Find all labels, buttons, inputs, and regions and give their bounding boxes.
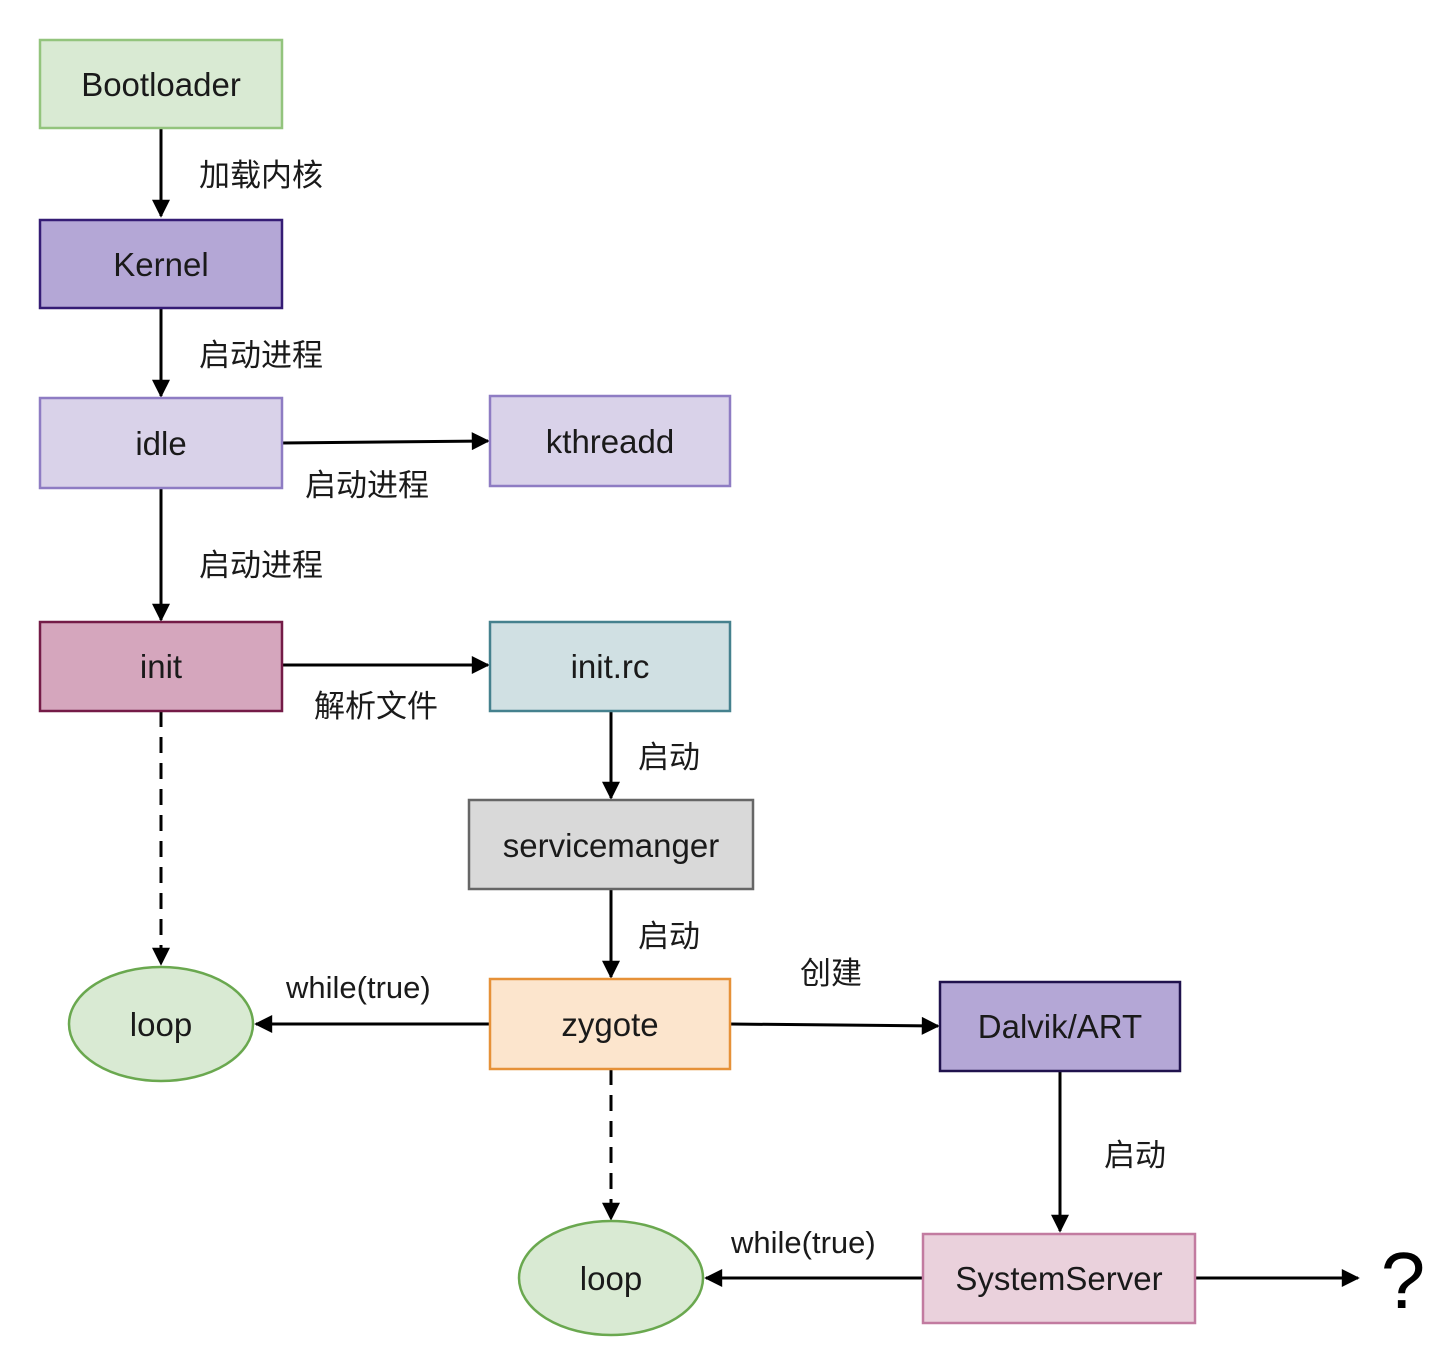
question-mark: ? (1381, 1236, 1426, 1325)
edge-label-kernel-idle: 启动进程 (199, 338, 323, 374)
node-bootloader-box (38, 38, 284, 130)
node-kernel: Kernel (38, 218, 284, 310)
edge-label-zygote-loop: while(true) (285, 970, 431, 1005)
edge-zygote-dalvik (729, 1016, 940, 1035)
edge-label-initrc-servicemanger: 启动 (638, 740, 700, 776)
edge-label-dalvik-systemserver: 启动 (1104, 1138, 1166, 1174)
edges (152, 128, 1360, 1287)
node-servicemanger: servicemanger (467, 798, 755, 891)
edge-label-idle-init: 启动进程 (199, 548, 323, 584)
node-idle-label: idle (135, 425, 186, 462)
node-systemserver-box (921, 1232, 1197, 1325)
node-servicemanger-label: servicemanger (503, 827, 719, 864)
node-kthreadd-box (488, 394, 732, 488)
node-loop-zygote-ellipse (517, 1219, 705, 1337)
node-loop-zygote: loop (517, 1219, 705, 1337)
node-loop-init-ellipse (67, 965, 255, 1083)
node-bootloader-label: Bootloader (81, 66, 241, 103)
edge-label-idle-kthreadd: 启动进程 (305, 468, 429, 504)
node-init-label: init (140, 648, 182, 685)
node-init: init (38, 620, 284, 713)
node-init-rc-label: init.rc (571, 648, 650, 685)
node-kernel-box (38, 218, 284, 310)
node-init-rc-box (488, 620, 732, 713)
node-loop-init-label: loop (130, 1006, 192, 1043)
node-kthreadd: kthreadd (488, 394, 732, 488)
node-idle-box (38, 396, 284, 490)
node-zygote-box (488, 977, 732, 1071)
node-dalvik-art-label: Dalvik/ART (978, 1008, 1142, 1045)
node-systemserver: SystemServer (921, 1232, 1197, 1325)
node-init-box (38, 620, 284, 713)
node-servicemanger-box (467, 798, 755, 891)
node-idle: idle (38, 396, 284, 490)
edge-idle-kthreadd (281, 432, 490, 451)
node-dalvik-art: Dalvik/ART (938, 980, 1182, 1073)
node-zygote-label: zygote (561, 1006, 658, 1043)
node-init-rc: init.rc (488, 620, 732, 713)
edge-label-systemserver-loop: while(true) (730, 1225, 876, 1260)
edge-labels: 加载内核 启动进程 启动进程 启动进程 解析文件 启动 启动 while(tru… (199, 158, 1166, 1260)
edge-label-bootloader-kernel: 加载内核 (199, 158, 323, 194)
node-dalvik-art-box (938, 980, 1182, 1073)
node-loop-zygote-label: loop (580, 1260, 642, 1297)
node-systemserver-label: SystemServer (955, 1260, 1162, 1297)
node-zygote: zygote (488, 977, 732, 1071)
edge-label-servicemanger-zygote: 启动 (638, 919, 700, 955)
node-bootloader: Bootloader (38, 38, 284, 130)
node-loop-init: loop (67, 965, 255, 1083)
node-kernel-label: Kernel (113, 246, 208, 283)
node-kthreadd-label: kthreadd (546, 423, 674, 460)
edge-label-zygote-dalvik: 创建 (800, 956, 862, 992)
edge-label-init-initrc: 解析文件 (314, 689, 438, 725)
